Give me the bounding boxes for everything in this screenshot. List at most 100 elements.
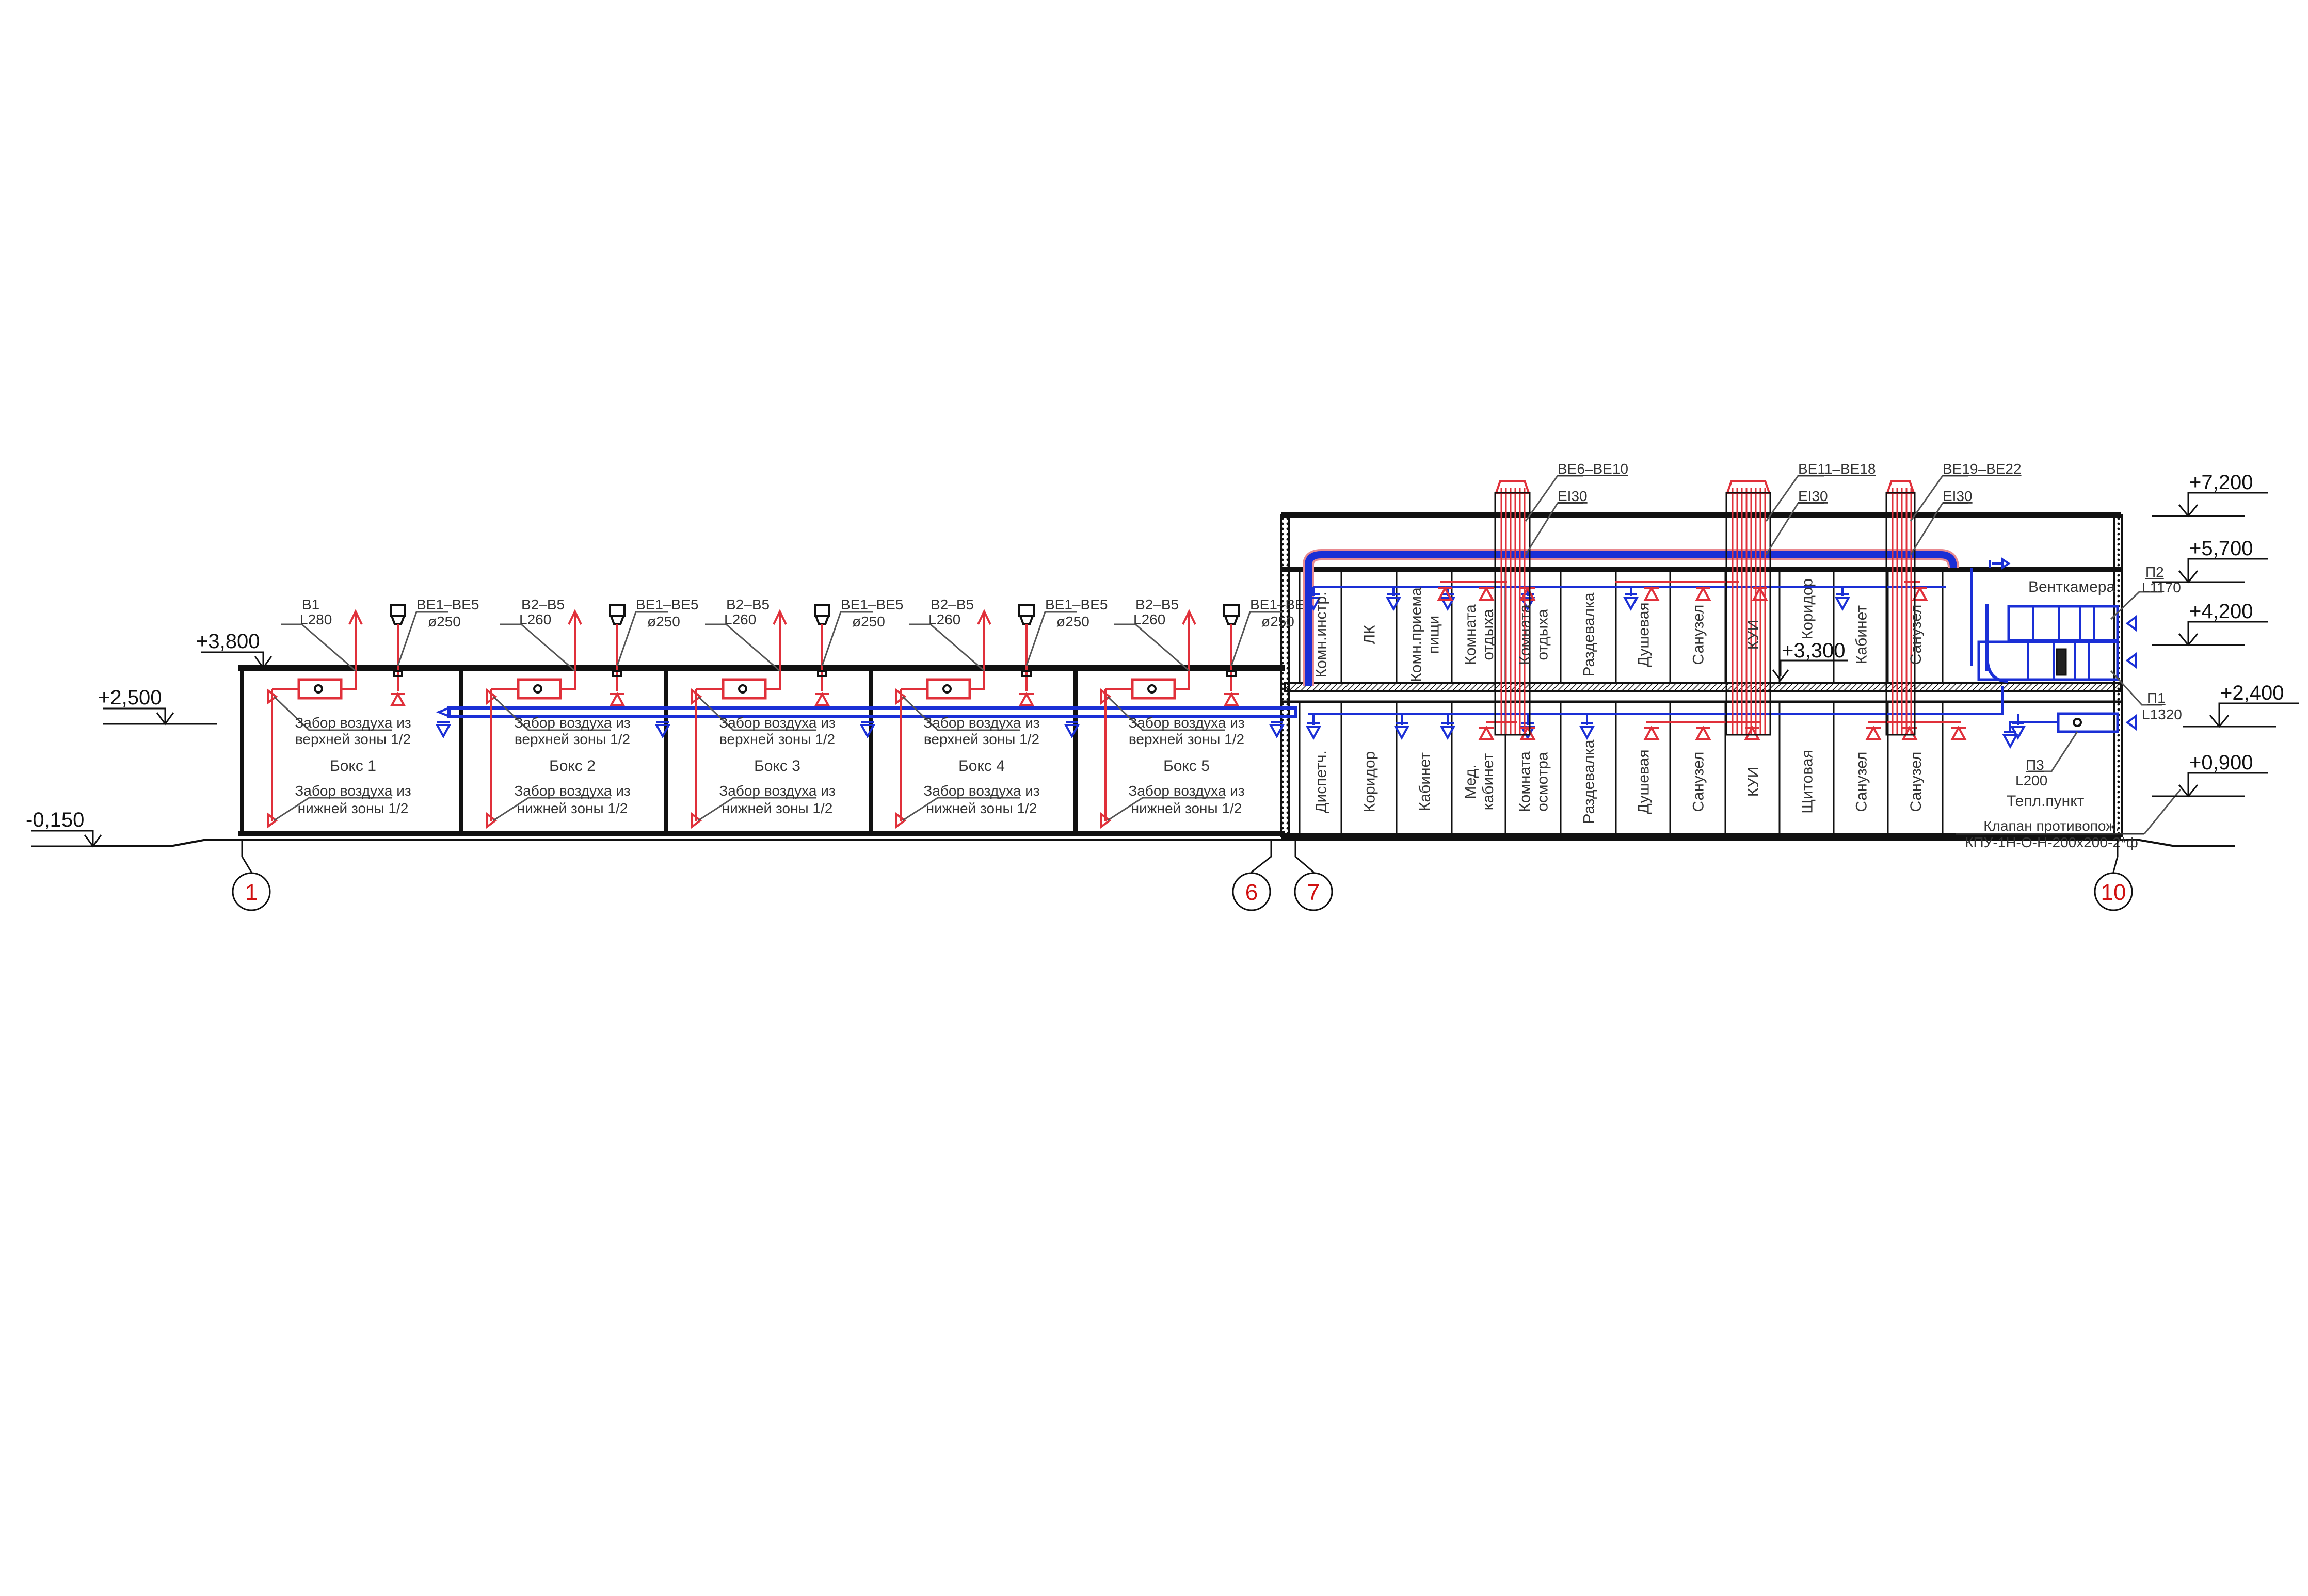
level-leader	[103, 707, 166, 724]
fan-icon	[2073, 718, 2082, 727]
shaft-tag: ВЕ19–ВЕ22	[1943, 461, 2022, 477]
exhaust-arrow-icon	[568, 609, 582, 625]
supply-tag: В2–В5	[726, 597, 770, 612]
fan-icon	[942, 684, 952, 694]
exhaust-grille-icon	[390, 691, 406, 706]
supply-duct-main	[447, 706, 1297, 718]
deflector-icon	[814, 604, 830, 617]
upper-intake-note: Забор воздуха из	[295, 715, 411, 731]
ahu-p3	[2057, 712, 2119, 733]
exhaust-tag: ВЕ1–ВЕ5	[1045, 597, 1108, 612]
fan-icon	[533, 684, 542, 694]
level-mark: +7,200	[2189, 471, 2253, 494]
deflector-icon	[609, 604, 626, 617]
exhaust-riser	[765, 614, 781, 690]
room-label-upper: КУИ	[1745, 620, 1762, 650]
deflector-cone	[1224, 616, 1239, 625]
leader-line	[1525, 502, 1583, 555]
axis-bubble	[232, 872, 271, 911]
level-arrow-icon	[254, 656, 273, 669]
exhaust-grille-icon	[1695, 586, 1711, 601]
room-label-lower: Щитовая	[1799, 750, 1816, 814]
exhaust-diameter: ø250	[852, 614, 885, 630]
axis-label: 7	[1307, 880, 1320, 905]
supply-flow: L260	[724, 611, 756, 627]
exhaust-grille-icon	[1643, 725, 1660, 740]
exhaust-grille-icon	[1018, 691, 1035, 706]
level-marks: +3,800+2,500-0,150+7,200+5,700+4,200+2,4…	[26, 471, 2299, 848]
admin-block-section: ВЕ6–ВЕ10EI30ВЕ11–ВЕ18EI30ВЕ19–ВЕ22EI30Ко…	[1299, 461, 2182, 850]
supply-diffuser-icon	[1439, 722, 1456, 740]
room-label-upper: Раздевалка	[1581, 592, 1598, 676]
exhaust-diameter: ø250	[428, 614, 461, 630]
exhaust-riser	[970, 614, 985, 690]
leader-line	[909, 623, 985, 672]
level-leader	[2187, 492, 2268, 516]
lower-intake-note: нижней зоны 1/2	[926, 800, 1037, 816]
room-label-lower: Санузел	[1853, 752, 1870, 812]
exhaust-grille-icon	[1950, 725, 1967, 740]
room-label-lower: Комната	[1517, 751, 1534, 812]
leader-line	[273, 696, 392, 731]
upper-intake-note: верхней зоны 1/2	[295, 731, 411, 747]
upper-intake-note: Забор воздуха из	[1128, 715, 1244, 731]
lower-intake-note: нижней зоны 1/2	[298, 800, 409, 816]
lower-intake-note: Забор воздуха из	[1128, 783, 1244, 799]
room-label-upper: Комната	[1517, 604, 1534, 665]
room-label-lower: Раздевалка	[1581, 739, 1598, 824]
leader-line	[500, 623, 575, 672]
p3-tag: П3	[2026, 757, 2044, 773]
shaft-cap-icon	[1726, 480, 1771, 494]
room-label-lower: Санузел	[1690, 752, 1707, 812]
ahu-ducting	[1970, 568, 2008, 683]
supply-tag: В2–В5	[931, 597, 974, 612]
supply-tag: В2–В5	[521, 597, 565, 612]
upper-intake-note: верхней зоны 1/2	[515, 731, 630, 747]
p3-supply	[2009, 721, 2058, 733]
room-label-upper: отдыха	[1480, 609, 1497, 660]
upper-intake-note: верхней зоны 1/2	[924, 731, 1039, 747]
room-label-lower: Диспетч.	[1313, 750, 1330, 813]
exhaust-grille-icon	[609, 691, 626, 706]
level-leader	[31, 830, 94, 846]
leader-line	[821, 611, 873, 666]
supply-diffuser-icon	[1305, 593, 1322, 611]
deflector-icon	[1018, 604, 1035, 617]
leader-line	[2110, 591, 2162, 620]
exhaust-fan-unit	[1131, 678, 1176, 700]
supply-tag: В2–В5	[1135, 597, 1179, 612]
exhaust-grille-icon	[1437, 586, 1453, 601]
upper-intake-icon	[267, 688, 278, 705]
axis-leader	[241, 840, 252, 873]
supply-diffuser-icon	[1269, 721, 1285, 739]
room-label-lower: Мед.	[1462, 764, 1479, 799]
room-label-upper: отдыха	[1534, 609, 1551, 660]
supply-diffuser-icon	[1834, 593, 1851, 611]
damper-label: Клапан противопож.	[1983, 818, 2119, 834]
lower-intake-note: Забор воздуха из	[514, 783, 630, 799]
leader-line	[2028, 731, 2078, 772]
supply-branch-lower	[1308, 686, 2004, 715]
level-leader	[2187, 558, 2268, 582]
lower-intake-icon	[691, 812, 702, 829]
axis-leader	[1294, 840, 1315, 873]
heat-point-label: Тепл.пункт	[2007, 793, 2085, 810]
upper-intake-note: Забор воздуха из	[923, 715, 1039, 731]
exhaust-tag: ВЕ1–ВЕ5	[636, 597, 698, 612]
air-intake-icon	[2125, 652, 2137, 669]
room-label-lower: Кабинет	[1417, 752, 1434, 811]
exhaust-tag: ВЕ1–ВЕ5	[1250, 597, 1312, 612]
room-label-lower: осмотра	[1534, 752, 1551, 812]
exhaust-grille-icon	[1223, 691, 1240, 706]
roof-passage-icon	[393, 670, 403, 677]
exhaust-grille-icon	[1695, 725, 1711, 740]
p3-flow: L200	[2015, 772, 2047, 788]
axis-bubble	[1294, 872, 1333, 911]
room-label-upper: Комната	[1462, 604, 1479, 665]
